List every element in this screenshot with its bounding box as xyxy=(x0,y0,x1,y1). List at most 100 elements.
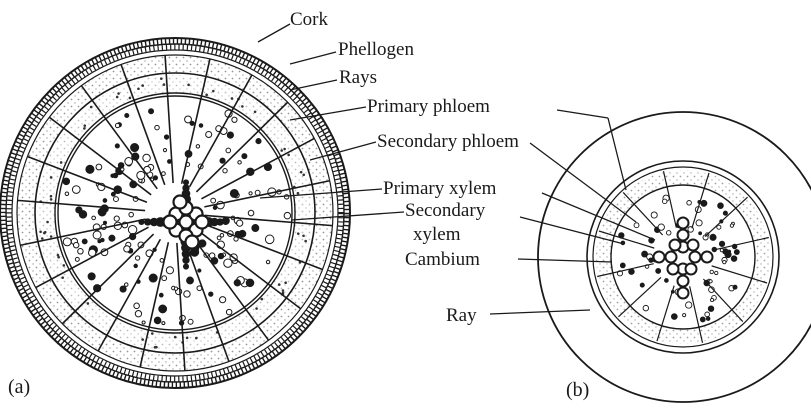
xylem-vessel xyxy=(700,317,705,322)
panel-a-root-section xyxy=(0,38,350,388)
xylem-vessel xyxy=(719,241,724,246)
metaxylem-vessel xyxy=(686,264,697,275)
xylem-vessel xyxy=(78,248,84,254)
panel-b-root-section xyxy=(538,112,811,402)
xylem-vessel xyxy=(96,164,102,170)
label-ray: Ray xyxy=(446,305,477,326)
xylem-vessel xyxy=(75,257,79,261)
metaxylem-vessel xyxy=(688,240,699,251)
metaxylem-vessel xyxy=(174,196,187,209)
metaxylem-vessel xyxy=(666,252,677,263)
phloem-dot xyxy=(282,289,285,292)
xylem-vessel xyxy=(124,246,130,252)
xylem-vessel xyxy=(686,302,692,308)
phloem-dot xyxy=(87,302,90,305)
phloem-dot xyxy=(50,235,53,238)
xylem-vessel xyxy=(723,211,727,215)
phloem-dot xyxy=(300,171,303,174)
xylem-vessel xyxy=(131,144,139,152)
xylem-vessel xyxy=(199,124,203,128)
xylem-vessel xyxy=(162,322,165,325)
xylem-vessel xyxy=(701,200,707,206)
xylem-vessel xyxy=(185,116,192,123)
xylem-vessel xyxy=(284,212,290,218)
label-primary-xylem: Primary xylem xyxy=(383,178,497,199)
xylem-vessel xyxy=(168,160,172,164)
phloem-dot xyxy=(160,77,163,80)
xylem-vessel xyxy=(252,225,259,232)
phloem-dot xyxy=(278,283,281,286)
leader-rays xyxy=(290,80,337,90)
protoxylem-cell xyxy=(183,264,189,270)
xylem-vessel xyxy=(662,199,667,204)
xylem-vessel xyxy=(708,306,714,312)
xylem-vessel xyxy=(237,220,243,226)
xylem-vessel xyxy=(209,292,213,296)
phloem-dot xyxy=(50,198,53,201)
xylem-vessel xyxy=(103,199,107,203)
phloem-dot xyxy=(231,97,234,100)
phloem-dot xyxy=(137,87,140,90)
phloem-dot xyxy=(163,83,166,86)
xylem-vessel xyxy=(162,172,166,176)
phloem-dot xyxy=(241,105,244,108)
xylem-vessel xyxy=(671,314,677,320)
xylem-vessel xyxy=(72,186,80,194)
xylem-vessel xyxy=(198,269,201,272)
xylem-vessel xyxy=(135,256,139,260)
metaxylem-vessel xyxy=(678,218,689,229)
xylem-vessel xyxy=(249,192,252,195)
xylem-vessel xyxy=(63,238,71,246)
xylem-vessel xyxy=(73,242,78,247)
phloem-dot xyxy=(287,154,290,157)
phloem-dot xyxy=(151,332,154,335)
xylem-vessel xyxy=(149,274,157,282)
xylem-vessel xyxy=(125,158,133,166)
xylem-vessel xyxy=(266,260,269,263)
phloem-dot xyxy=(284,281,287,284)
phloem-dot xyxy=(116,96,119,99)
xylem-vessel xyxy=(184,291,190,297)
phloem-dot xyxy=(255,307,258,310)
xylem-vessel xyxy=(163,149,166,152)
phloem-dot xyxy=(83,127,86,130)
metaxylem-vessel xyxy=(196,216,209,229)
protoxylem-cell xyxy=(183,179,189,185)
xylem-vessel xyxy=(196,145,199,148)
xylem-vessel xyxy=(723,260,726,263)
xylem-vessel xyxy=(256,139,261,144)
phloem-dot xyxy=(39,231,42,234)
label-secondary-phloem: Secondary phloem xyxy=(377,131,519,152)
label-rays: Rays xyxy=(339,67,377,88)
xylem-vessel xyxy=(666,231,671,236)
leader-phellogen xyxy=(290,52,336,64)
xylem-vessel xyxy=(733,285,737,289)
phloem-dot xyxy=(129,97,132,100)
leader-primary-phloem-b xyxy=(557,110,608,118)
phloem-dot xyxy=(141,338,144,341)
xylem-vessel xyxy=(710,234,716,240)
xylem-vessel xyxy=(115,144,119,148)
xylem-vessel xyxy=(710,298,713,301)
xylem-vessel xyxy=(125,113,129,117)
xylem-vessel xyxy=(223,169,227,173)
xylem-vessel xyxy=(705,312,710,317)
xylem-vessel xyxy=(155,125,160,130)
xylem-vessel xyxy=(232,117,237,122)
xylem-vessel xyxy=(154,317,161,324)
metaxylem-vessel xyxy=(186,236,199,249)
phloem-dot xyxy=(254,110,257,113)
xylem-vessel xyxy=(715,271,718,274)
phloem-dot xyxy=(205,94,208,97)
label-primary-phloem: Primary phloem xyxy=(367,96,490,117)
xylem-vessel xyxy=(137,171,145,179)
phloem-dot xyxy=(60,161,63,164)
phloem-dot xyxy=(195,337,198,340)
xylem-vessel xyxy=(265,235,274,244)
xylem-vessel xyxy=(620,263,625,268)
xylem-vessel xyxy=(255,190,260,195)
xylem-vessel xyxy=(706,317,710,321)
xylem-vessel xyxy=(220,297,226,303)
xylem-vessel xyxy=(643,305,648,310)
xylem-vessel xyxy=(162,276,167,281)
